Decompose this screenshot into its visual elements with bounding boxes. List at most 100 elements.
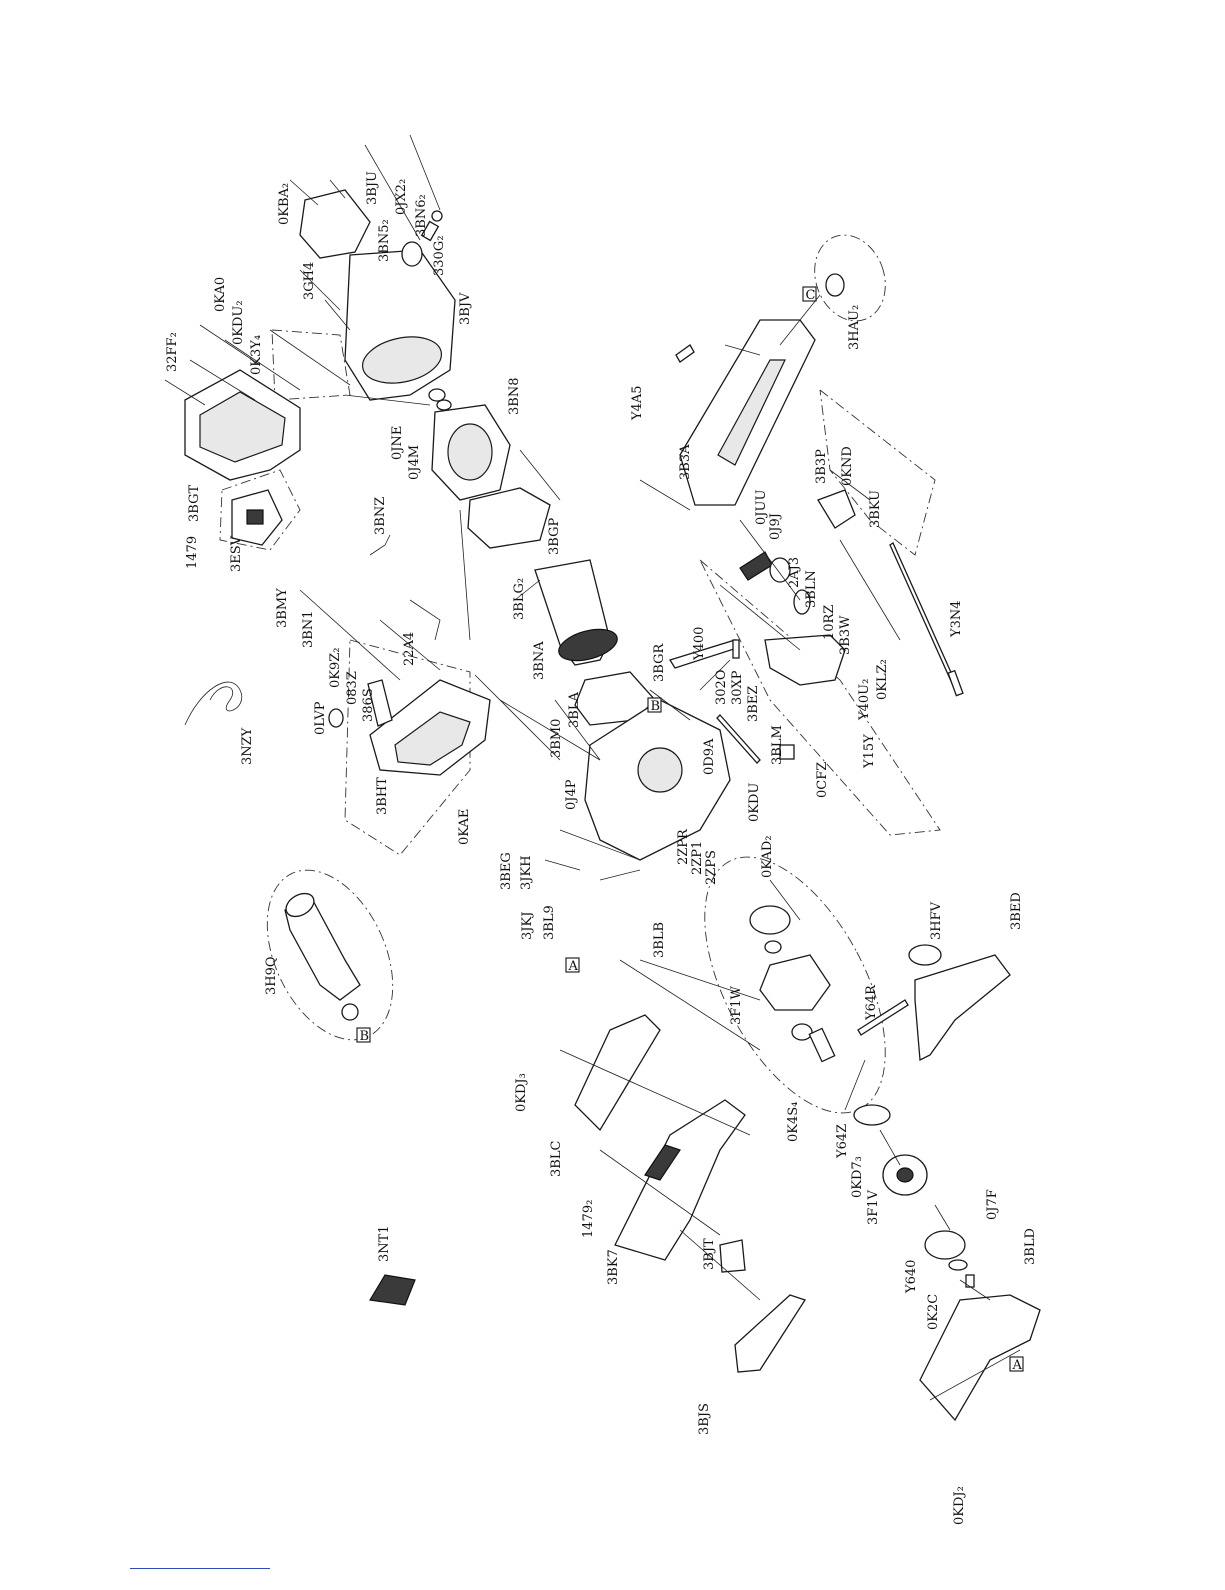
label-3bm0: 3BM0: [549, 719, 564, 758]
label-3bn8: 3BN8: [507, 378, 522, 415]
end-cap-3bgt-inner: [199, 391, 286, 463]
rod-y3n4-foot: [947, 669, 964, 697]
spring-0jx2: [431, 210, 443, 222]
hex-key-y400-foot: [732, 639, 740, 659]
outline-3bht: [344, 639, 471, 856]
baffle-3bgp: [467, 487, 551, 549]
footer-rule: [130, 1568, 270, 1569]
label-0k3y: 0K3Y₄: [249, 335, 264, 375]
motor-housing-3bjv-opening: [362, 336, 442, 384]
washer-0j7f: [948, 1259, 968, 1271]
outline-3bku: [819, 389, 936, 556]
gear-3f1w-top: [749, 905, 791, 935]
label-0kdj2: 0KDJ₂: [952, 1486, 967, 1525]
callout-c: C: [802, 286, 817, 303]
label-10rz: 10RZ: [822, 605, 837, 640]
outline-3bkz: [699, 559, 941, 836]
knob-2aj3-body: [769, 557, 791, 583]
label-3bld: 3BLD: [1023, 1228, 1038, 1265]
label-0kdu1: 0KDU: [747, 783, 762, 822]
callout-a-bottom-label: A: [1012, 1358, 1023, 1373]
capacitor-386s: [367, 679, 393, 727]
blade-3f1v-hub: [896, 1167, 914, 1183]
label-3bed: 3BED: [1009, 892, 1024, 930]
label-0ka0: 0KA0: [213, 277, 228, 312]
label-3bmy: 3BMY: [275, 588, 290, 628]
label-3bna: 3BNA: [532, 641, 547, 680]
wingnut-y4a5: [675, 344, 695, 363]
brush-holder-330g: [401, 241, 423, 267]
label-3jkj: 3JKJ: [520, 912, 535, 940]
rod-y3n4: [889, 542, 959, 691]
label-0kae: 0KAE: [457, 809, 472, 845]
outline-3hau: [814, 234, 886, 322]
aux-handle-3h9q: [284, 894, 361, 1001]
deflector-3bjt: [719, 1239, 746, 1273]
label-2zps: 2ZPS: [704, 850, 719, 885]
label-302o: 302O: [714, 670, 729, 705]
spring-y64r: [857, 999, 909, 1036]
label-3h9q: 3H9Q: [264, 956, 279, 995]
label-3bgt: 3BGT: [187, 485, 202, 522]
label-0j4m: 0J4M: [407, 445, 422, 480]
label-3bjs: 3BJS: [697, 1403, 712, 1435]
label-3b3p: 3B3P: [814, 449, 829, 484]
label-3bht: 3BHT: [375, 777, 390, 815]
label-y4a5: Y4A5: [630, 385, 645, 421]
washer-0j4m: [436, 399, 452, 411]
rear-cover-3bju: [299, 189, 371, 259]
label-3nzy: 3NZY: [240, 727, 255, 765]
callout-b-handle: B: [356, 1027, 371, 1044]
label-y64r: Y64R: [864, 984, 879, 1021]
label-0j9j: 0J9J: [768, 513, 783, 540]
callout-a-bottom: A: [1009, 1356, 1024, 1373]
label-1479: 1479: [185, 536, 200, 569]
label-0kdu: 0KDU₂: [231, 300, 246, 345]
label-3bju: 3BJU: [365, 171, 380, 205]
label-2zp1: 2ZP1: [690, 841, 705, 875]
housing-3bk7: [614, 1099, 746, 1261]
label-0knd: 0KND: [840, 446, 855, 486]
label-3hfv: 3HFV: [929, 901, 944, 940]
label-0k4s: 0K4S₄: [786, 1102, 801, 1142]
label-3bjt: 3BJT: [702, 1238, 717, 1270]
bracket-3b3p: [817, 489, 856, 529]
bushing-3bln: [793, 589, 811, 615]
knob-3hau: [825, 273, 845, 297]
bolt-3blm: [716, 714, 761, 764]
label-3bgp: 3BGP: [547, 518, 562, 555]
switch-3esv-button: [246, 509, 264, 525]
label-y40u: Y40U₂: [857, 679, 872, 721]
label-y15y: Y15Y: [862, 734, 877, 769]
outline-3esv: [219, 469, 301, 551]
wire-22a4: [409, 599, 441, 641]
label-y64z: Y64Z: [835, 1124, 850, 1159]
label-330g: 330G₂: [432, 236, 447, 276]
cord-3nzy: [184, 681, 243, 726]
label-0d9a: 0D9A: [702, 738, 717, 775]
label-y3n4: Y3N4: [949, 601, 964, 639]
callout-b-gear: B: [647, 697, 662, 714]
flange-y64z: [853, 1104, 891, 1126]
outline-3bjv: [271, 329, 351, 401]
label-3blb: 3BLB: [652, 922, 667, 958]
lower-guard-3bed: [914, 954, 1011, 1062]
label-0jne: 0JNE: [390, 426, 405, 460]
part-labels: 32FF₂ 0KA0 0KDU₂ 0K3Y₄ 0KBA₂ 3BJU 0JX2₂ …: [165, 171, 1038, 1525]
brush-3bn6: [420, 220, 440, 242]
label-y400: Y400: [692, 627, 707, 661]
sleeve-0cfz: [779, 744, 795, 760]
label-3bla: 3BLA: [567, 692, 582, 728]
part-drawings: [184, 189, 1041, 1422]
label-3bk7: 3BK7: [606, 1249, 621, 1285]
label-3b3w: 3B3W: [838, 615, 853, 655]
label-3hau: 3HAU₂: [847, 305, 862, 350]
label-32ff: 32FF₂: [165, 332, 180, 372]
label-0kd7: 0KD7₃: [850, 1156, 865, 1198]
label-386s: 386S: [361, 688, 376, 722]
callout-a-top-label: A: [568, 959, 579, 974]
bearing-3f1w: [764, 940, 782, 954]
label-3blm: 3BLM: [770, 725, 785, 765]
label-3bez: 3BEZ: [746, 686, 761, 722]
